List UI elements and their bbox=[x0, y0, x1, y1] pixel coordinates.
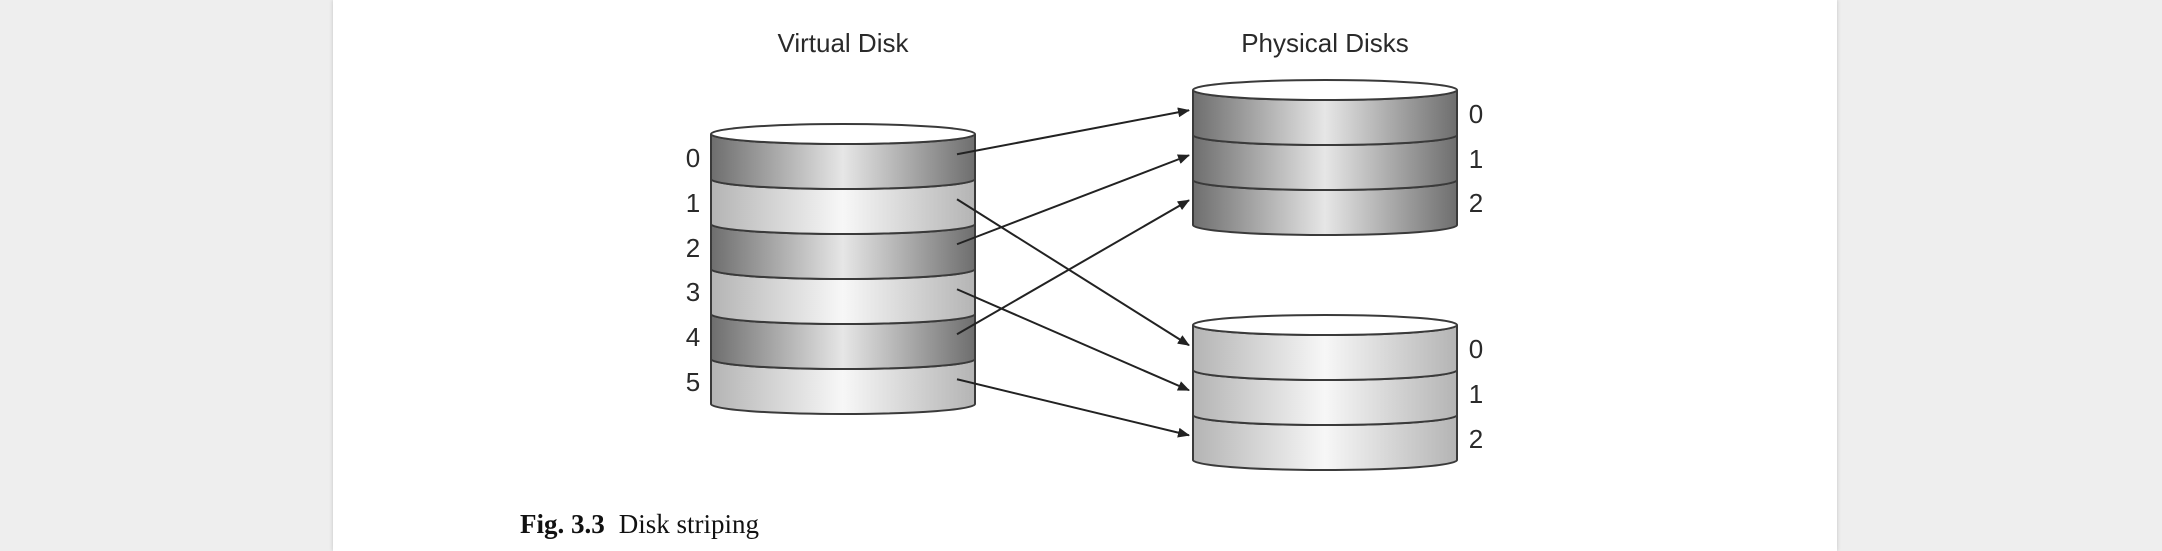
physical-disk-2-top-lid bbox=[1192, 314, 1458, 336]
physical-disks-title: Physical Disks bbox=[1241, 28, 1409, 58]
figure-caption-text: Disk striping bbox=[618, 509, 760, 539]
figure-caption: Fig. 3.3 Disk striping bbox=[520, 509, 759, 540]
physical-disk-1-cylinder bbox=[1192, 79, 1458, 236]
virtual-block-label-3: 3 bbox=[686, 277, 700, 307]
physical-disk-1-top-lid bbox=[1192, 79, 1458, 101]
virtual-block-label-4: 4 bbox=[686, 322, 700, 352]
physical-disk-1-block-label-2: 2 bbox=[1469, 188, 1483, 218]
arrow-1-to-disk2-0 bbox=[956, 198, 1190, 347]
virtual-disk-cylinder bbox=[710, 123, 976, 415]
striping-arrows bbox=[956, 107, 1190, 438]
physical-disk-1-block-label-0: 0 bbox=[1469, 99, 1483, 129]
block-labels: 0 1 2 3 4 5 0 1 2 0 1 2 bbox=[686, 99, 1483, 454]
arrow-0-to-disk1-0 bbox=[956, 107, 1190, 156]
virtual-disk-top-lid bbox=[710, 123, 976, 145]
virtual-block-label-0: 0 bbox=[686, 143, 700, 173]
physical-disk-2-cylinder bbox=[1192, 314, 1458, 471]
arrow-4-to-disk1-2 bbox=[956, 199, 1190, 336]
figure-number: Fig. 3.3 bbox=[520, 509, 605, 539]
physical-disk-2-block-label-0: 0 bbox=[1469, 334, 1483, 364]
arrow-3-to-disk2-1 bbox=[956, 288, 1190, 392]
physical-disk-2-block-label-2: 2 bbox=[1469, 424, 1483, 454]
arrow-2-to-disk1-1 bbox=[956, 154, 1190, 246]
virtual-block-label-5: 5 bbox=[686, 367, 700, 397]
virtual-block-label-1: 1 bbox=[686, 188, 700, 218]
physical-disk-2-block-label-1: 1 bbox=[1469, 379, 1483, 409]
physical-disk-1-block-label-1: 1 bbox=[1469, 144, 1483, 174]
virtual-block-label-2: 2 bbox=[686, 233, 700, 263]
arrow-5-to-disk2-2 bbox=[956, 378, 1190, 438]
document-page bbox=[333, 0, 1837, 551]
virtual-disk-title: Virtual Disk bbox=[777, 28, 909, 58]
